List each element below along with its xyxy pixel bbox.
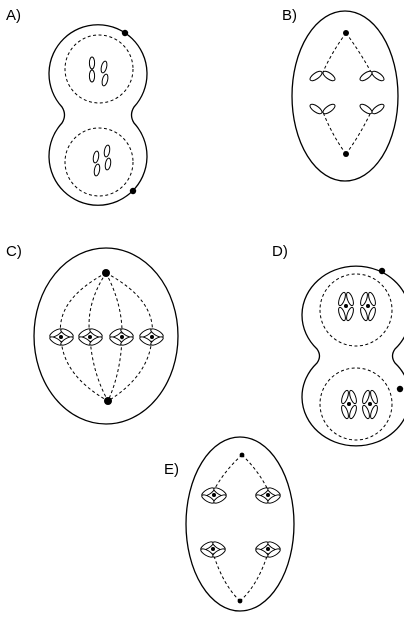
panel-e-chromosome [255,541,281,558]
panel-d-chromosome [362,389,378,420]
panel-e-spindle-fiber [239,552,269,602]
panel-b-chromosome [359,103,385,115]
panel-b: B) [282,7,399,182]
panel-b-chromosome [309,70,336,82]
panel-a-chromosome [100,60,109,87]
panel-e-spindle-fiber [212,552,241,602]
panel-a-chromosome [103,144,112,171]
panel-d-centriole-top [378,267,386,275]
panel-c-chromosome [139,328,164,346]
panel-e: E) [164,436,295,612]
panel-c-label: C) [6,243,22,260]
panel-a-bottom-nucleus [64,127,134,197]
panel-b-spindle-fiber [345,32,372,73]
panel-c-chromosome [78,328,103,346]
panel-a: A) [6,7,148,206]
panel-d-chromosome [341,389,357,420]
panel-d-cell-outline [301,265,404,447]
panel-b-chromosome [309,103,336,115]
panel-d: D) [272,243,404,447]
panel-c-cell-outline [33,247,179,425]
panel-c-chromosome [109,328,134,346]
panel-a-label: A) [6,7,21,24]
panel-e-chromosome [200,541,226,558]
panel-a-top-nucleus [64,34,134,104]
panel-c-chromosome [49,328,74,346]
panel-e-cell-outline [185,436,295,612]
panel-d-top-nucleus [319,273,393,347]
panel-b-cell-outline [291,10,399,182]
panel-e-spindle-fiber [213,454,243,491]
panel-a-chromosome [88,56,96,83]
panel-a-centriole-top [121,29,129,37]
panel-b-spindle-fiber [345,111,372,155]
panel-b-spindle-fiber [322,111,347,155]
panel-d-chromosome [360,291,376,322]
panel-e-spindle-fiber [241,454,269,491]
panel-e-chromosome [201,487,227,504]
panel-d-chromosome [338,291,354,322]
panel-b-label: B) [282,7,297,24]
panel-a-chromosome [92,150,101,177]
panel-d-label: D) [272,243,288,260]
panel-d-bottom-nucleus [319,367,393,441]
panel-b-chromosome [359,70,385,82]
panel-a-centriole-bottom [129,187,137,195]
panel-e-chromosome [255,487,281,504]
panel-d-centriole-bottom [396,385,404,393]
panel-a-cell-outline [48,24,148,206]
panel-b-spindle-fiber [322,32,347,73]
panel-c: C) [6,243,179,425]
panel-e-label: E) [164,461,179,478]
